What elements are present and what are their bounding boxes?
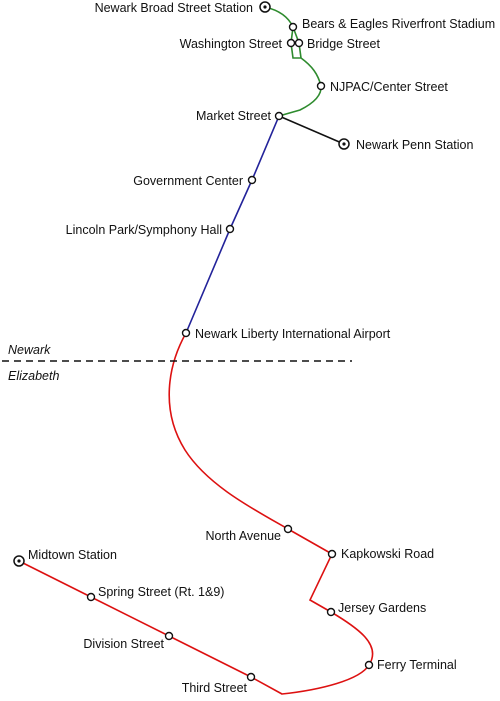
station-stop-icon — [286, 38, 296, 48]
city-label-newark: Newark — [8, 343, 51, 357]
station-midtown[interactable]: Midtown Station — [13, 548, 117, 567]
station-ferry-terminal[interactable]: Ferry Terminal — [364, 658, 457, 672]
station-label: North Avenue — [205, 529, 281, 543]
blue-line-track — [185, 115, 280, 334]
station-newark-broad-street[interactable]: Newark Broad Street Station — [95, 1, 271, 15]
station-stop-icon — [181, 328, 191, 338]
station-njpac[interactable]: NJPAC/Center Street — [316, 80, 449, 94]
station-washington-street[interactable]: Washington Street — [180, 37, 296, 51]
red-line-track — [18, 332, 374, 695]
station-label: Government Center — [133, 174, 243, 188]
station-spring-street[interactable]: Spring Street (Rt. 1&9) — [86, 585, 225, 602]
station-stop-icon — [326, 607, 336, 617]
station-label: NJPAC/Center Street — [330, 80, 448, 94]
station-third-street[interactable]: Third Street — [182, 672, 256, 696]
station-stop-icon — [247, 175, 257, 185]
station-label: Washington Street — [180, 37, 283, 51]
station-label: Newark Penn Station — [356, 138, 473, 152]
station-stop-icon — [316, 81, 326, 91]
station-label: Midtown Station — [28, 548, 117, 562]
station-stop-icon — [225, 224, 235, 234]
station-north-avenue[interactable]: North Avenue — [205, 524, 293, 544]
station-bridge-street[interactable]: Bridge Street — [294, 37, 381, 51]
station-stop-icon — [327, 549, 337, 559]
station-stop-icon — [86, 592, 96, 602]
city-label-elizabeth: Elizabeth — [8, 369, 59, 383]
station-division-street[interactable]: Division Street — [83, 631, 174, 652]
station-label: Third Street — [182, 681, 248, 695]
station-label: Newark Liberty International Airport — [195, 327, 391, 341]
station-label: Kapkowski Road — [341, 547, 434, 561]
station-bears-eagles[interactable]: Bears & Eagles Riverfront Stadium — [288, 17, 496, 32]
black-line-track — [278, 115, 345, 145]
terminal-station-dot — [263, 5, 267, 9]
station-lincoln-park[interactable]: Lincoln Park/Symphony Hall — [66, 223, 235, 237]
station-label: Spring Street (Rt. 1&9) — [98, 585, 224, 599]
station-label: Ferry Terminal — [377, 658, 457, 672]
station-airport[interactable]: Newark Liberty International Airport — [181, 327, 391, 341]
station-label: Bears & Eagles Riverfront Stadium — [302, 17, 495, 31]
station-newark-penn[interactable]: Newark Penn Station — [338, 138, 473, 152]
station-stop-icon — [283, 524, 293, 534]
station-kapkowski-road[interactable]: Kapkowski Road — [327, 547, 435, 561]
station-label: Lincoln Park/Symphony Hall — [66, 223, 222, 237]
station-label: Division Street — [83, 637, 164, 651]
station-stop-icon — [288, 22, 298, 32]
terminal-station-dot — [17, 559, 21, 563]
station-label: Jersey Gardens — [338, 601, 426, 615]
station-market-street[interactable]: Market Street — [196, 109, 284, 123]
terminal-station-dot — [342, 142, 346, 146]
station-label: Newark Broad Street Station — [95, 1, 253, 15]
station-government-center[interactable]: Government Center — [133, 174, 257, 188]
station-jersey-gardens[interactable]: Jersey Gardens — [326, 601, 427, 617]
station-stop-icon — [294, 38, 304, 48]
station-stop-icon — [246, 672, 256, 682]
station-label: Bridge Street — [307, 37, 380, 51]
station-stop-icon — [164, 631, 174, 641]
station-label: Market Street — [196, 109, 272, 123]
station-stop-icon — [364, 660, 374, 670]
station-stop-icon — [274, 111, 284, 121]
